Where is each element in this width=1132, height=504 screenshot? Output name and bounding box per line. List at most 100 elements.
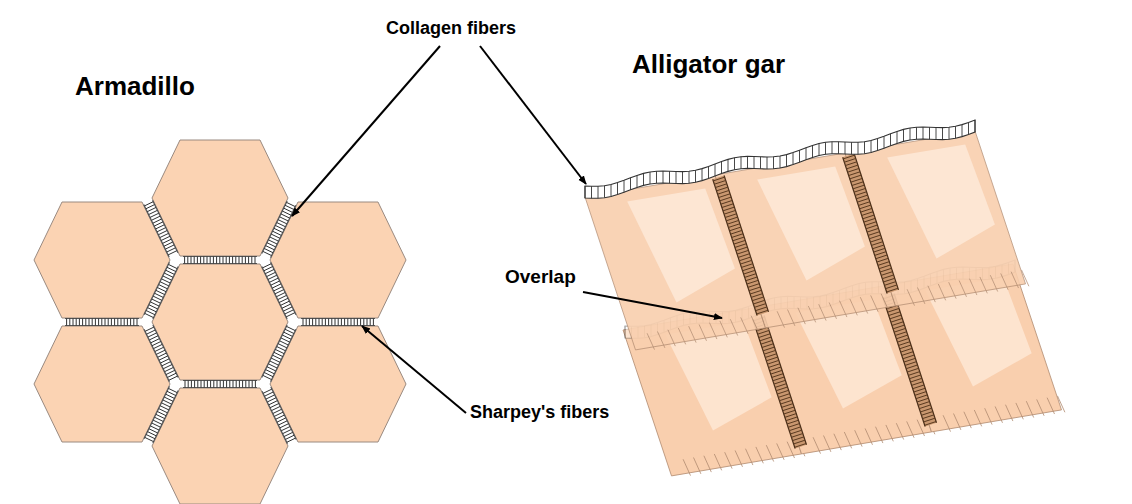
- fiber-tick: [210, 381, 211, 388]
- scale-fringe: [1011, 272, 1018, 288]
- fiber-tick: [164, 397, 173, 401]
- fiber-tick: [760, 337, 771, 341]
- strip-fill: [183, 257, 257, 264]
- fiber-tick: [725, 214, 736, 218]
- osteoderm-hexagon: [152, 264, 288, 380]
- fiber-tick: [936, 128, 937, 140]
- fiber-tick: [149, 429, 158, 433]
- fiber-tick: [738, 254, 749, 258]
- fiber-tick: [789, 427, 800, 431]
- fiber-tick: [124, 319, 125, 326]
- fiber-tick: [331, 319, 332, 326]
- fiber-tick: [159, 409, 168, 413]
- strip-edge: [262, 325, 287, 378]
- strip-fill: [144, 386, 178, 443]
- fiber-tick: [853, 185, 864, 189]
- fiber-tick: [743, 267, 754, 271]
- fiber-tick: [161, 279, 170, 283]
- fiber-tick: [144, 202, 153, 206]
- fiber-tick: [274, 228, 283, 232]
- fiber-tick: [114, 319, 115, 326]
- fiber-tick: [848, 168, 859, 172]
- scale-fringe: [990, 275, 997, 291]
- scale-fringe: [881, 294, 888, 310]
- fiber-tick: [739, 257, 750, 261]
- fiber-tick: [168, 388, 177, 392]
- fiber-tick: [207, 381, 208, 388]
- fiber-tick: [962, 125, 963, 137]
- fiber-tick: [85, 319, 86, 326]
- fiber-tick: [151, 339, 160, 343]
- fiber-tick: [912, 382, 923, 386]
- fiber-tick: [146, 435, 155, 439]
- fiber-tick: [242, 257, 243, 264]
- fiber-tick: [788, 424, 799, 428]
- fiber-tick: [908, 372, 919, 376]
- fiber-tick: [604, 186, 605, 198]
- scale-fringe: [918, 288, 925, 304]
- fiber-tick: [728, 224, 739, 228]
- fiber-tick: [146, 205, 155, 209]
- scale-fringe: [876, 427, 883, 443]
- fiber-tick: [158, 231, 167, 235]
- fiber-tick: [793, 153, 794, 165]
- strip-fill: [301, 319, 375, 326]
- scale-fringe: [995, 406, 1002, 422]
- fiber-tick: [740, 260, 751, 264]
- fiber-tick: [76, 319, 77, 326]
- fiber-tick: [287, 438, 296, 442]
- leader-line: [292, 46, 440, 216]
- fiber-tick: [731, 230, 742, 234]
- fiber-tick: [194, 257, 195, 264]
- fiber-tick: [819, 144, 820, 156]
- strip-edge: [153, 266, 178, 319]
- fiber-tick: [734, 240, 745, 244]
- fiber-tick: [897, 338, 908, 342]
- scale-fringe: [699, 324, 706, 340]
- fiber-tick: [867, 228, 878, 232]
- fiber-strip: [262, 325, 296, 382]
- fiber-tick: [98, 319, 99, 326]
- fiber-strip: [144, 200, 178, 257]
- fiber-tick: [155, 293, 164, 297]
- fiber-tick: [191, 381, 192, 388]
- fiber-tick: [735, 244, 746, 248]
- fiber-tick: [746, 277, 757, 281]
- fiber-tick: [111, 319, 112, 326]
- fiber-tick: [741, 157, 742, 169]
- fiber-tick: [92, 319, 93, 326]
- fiber-tick: [879, 265, 890, 269]
- fiber-tick: [274, 287, 283, 291]
- fiber-tick: [806, 148, 807, 160]
- fiber-tick: [745, 274, 756, 278]
- fiber-tick: [850, 175, 861, 179]
- fiber-tick: [845, 162, 856, 166]
- fiber-tick: [279, 341, 288, 345]
- fiber-tick: [235, 257, 236, 264]
- strip-edge: [262, 201, 287, 254]
- fiber-tick: [682, 172, 683, 184]
- fiber-tick: [283, 429, 292, 433]
- fiber-tick: [845, 142, 846, 154]
- fiber-tick: [866, 225, 877, 229]
- fiber-tick: [729, 227, 740, 231]
- fiber-tick: [750, 290, 761, 294]
- fiber-tick: [794, 440, 805, 444]
- fiber-tick: [650, 172, 651, 184]
- fiber-tick: [852, 182, 863, 186]
- fiber-tick: [276, 293, 285, 297]
- fiber-tick: [161, 236, 170, 240]
- fiber-tick: [239, 257, 240, 264]
- fiber-tick: [322, 319, 323, 326]
- fiber-tick: [278, 421, 287, 425]
- fiber-tick: [883, 278, 894, 282]
- fiber-tick: [367, 319, 368, 326]
- fiber-tick: [617, 183, 618, 195]
- fiber-tick: [157, 228, 166, 232]
- fiber-tick: [757, 310, 768, 314]
- scale-fringe: [865, 428, 872, 444]
- scale-fringe: [840, 301, 847, 317]
- fiber-tick: [747, 156, 748, 168]
- fiber-tick: [778, 394, 789, 398]
- fiber-tick: [268, 364, 277, 368]
